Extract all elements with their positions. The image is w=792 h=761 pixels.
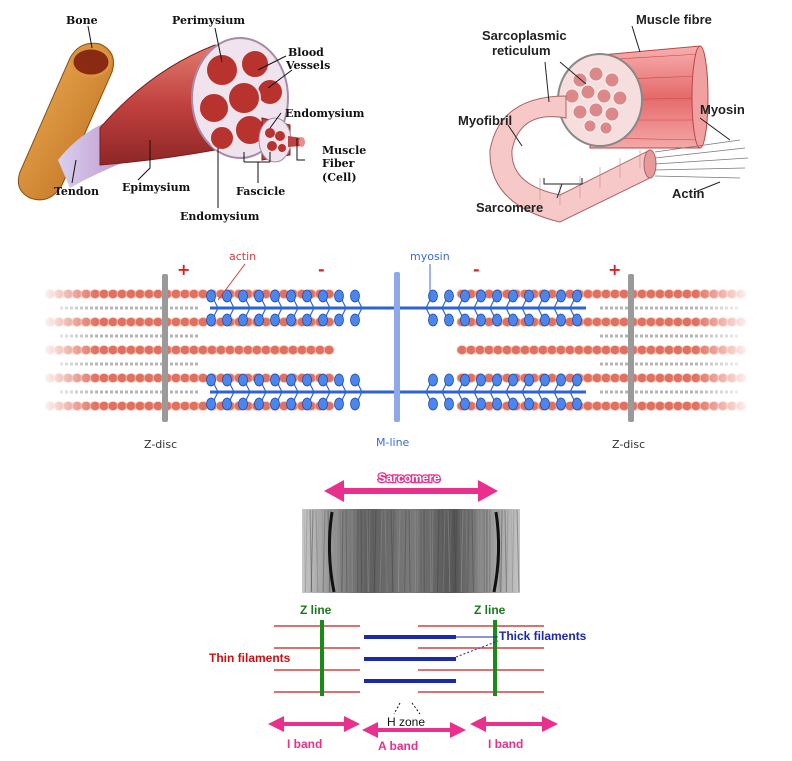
label-h-zone: H zone [387,715,425,729]
plus-right: + [608,260,621,279]
label-actin: Actin [672,186,705,201]
label-tendon: Tendon [54,185,99,198]
label-blood-vessels-line1: Blood [288,46,324,59]
sarcomere-structure-panel: actin myosin + - - + Z-disc M-line Z-dis… [40,250,752,451]
label-sarcomere: Sarcomere [476,200,543,215]
label-epimysium: Epimysium [122,181,191,194]
minus-left: - [318,260,325,279]
label-sarcoplasmic-line2: reticulum [492,43,551,58]
thin-filaments [274,625,544,693]
muscle-fiber-shape [288,136,302,147]
muscle-fibre-panel: Sarcoplasmic reticulum Muscle fibre Myof… [458,12,749,223]
label-endomysium-top: Endomysium [285,107,365,120]
label-blood-vessels-line2: Vessels [285,59,330,72]
label-thick-filaments: Thick filaments [499,629,587,643]
label-a-band: A band [378,739,418,753]
filament-lines [654,139,749,179]
myofibril-ends [564,66,628,135]
bone-shape [17,42,114,201]
label-z-disc-left: Z-disc [144,438,177,451]
myofibril-tube [489,95,651,223]
anatomy-leader-lines [71,25,305,208]
label-z-line-right: Z line [474,603,506,617]
label-sarcomere-top: Sarcomere [378,471,440,485]
label-thin-filaments: Thin filaments [209,651,291,665]
label-sarcoplasmic-line1: Sarcoplasmic [482,28,567,43]
label-myosin: Myosin [700,102,745,117]
fibre-leader-lines [507,25,731,199]
electron-micrograph [302,509,520,593]
z-line-left [320,620,324,696]
label-fascicle: Fascicle [236,185,285,198]
label-i-band-right: I band [488,737,523,751]
label-m-line: M-line [376,436,410,449]
fascicle-bundles [198,49,284,151]
i-band-left-arrow [268,716,360,732]
label-muscle-fiber-line1: Muscle [322,144,366,157]
micrograph-panel: Sarcomere Z line Z line Thick filaments … [209,470,587,753]
muscle-belly [99,44,216,166]
label-actin: actin [229,250,256,263]
label-z-line-left: Z line [300,603,332,617]
muscle-anatomy-panel: Bone Perimysium Blood Vessels Endomysium… [17,14,366,223]
label-myofibril: Myofibril [458,113,512,128]
label-perimysium: Perimysium [172,14,245,27]
label-bone: Bone [66,14,98,27]
plus-left: + [177,260,190,279]
minus-right: - [473,260,480,279]
bone-marrow [70,46,112,78]
label-muscle-fiber-line3: (Cell) [322,171,357,184]
i-band-right-arrow [470,716,558,732]
label-myosin: myosin [410,250,450,263]
thick-filaments [364,635,456,683]
a-band-arrow [362,722,466,738]
label-muscle-fibre: Muscle fibre [636,12,712,27]
label-i-band-left: I band [287,737,322,751]
label-z-disc-right: Z-disc [612,438,645,451]
label-endomysium-bottom: Endomysium [180,210,260,223]
z-line-right [493,620,497,696]
label-muscle-fiber-line2: Fiber [322,157,355,170]
